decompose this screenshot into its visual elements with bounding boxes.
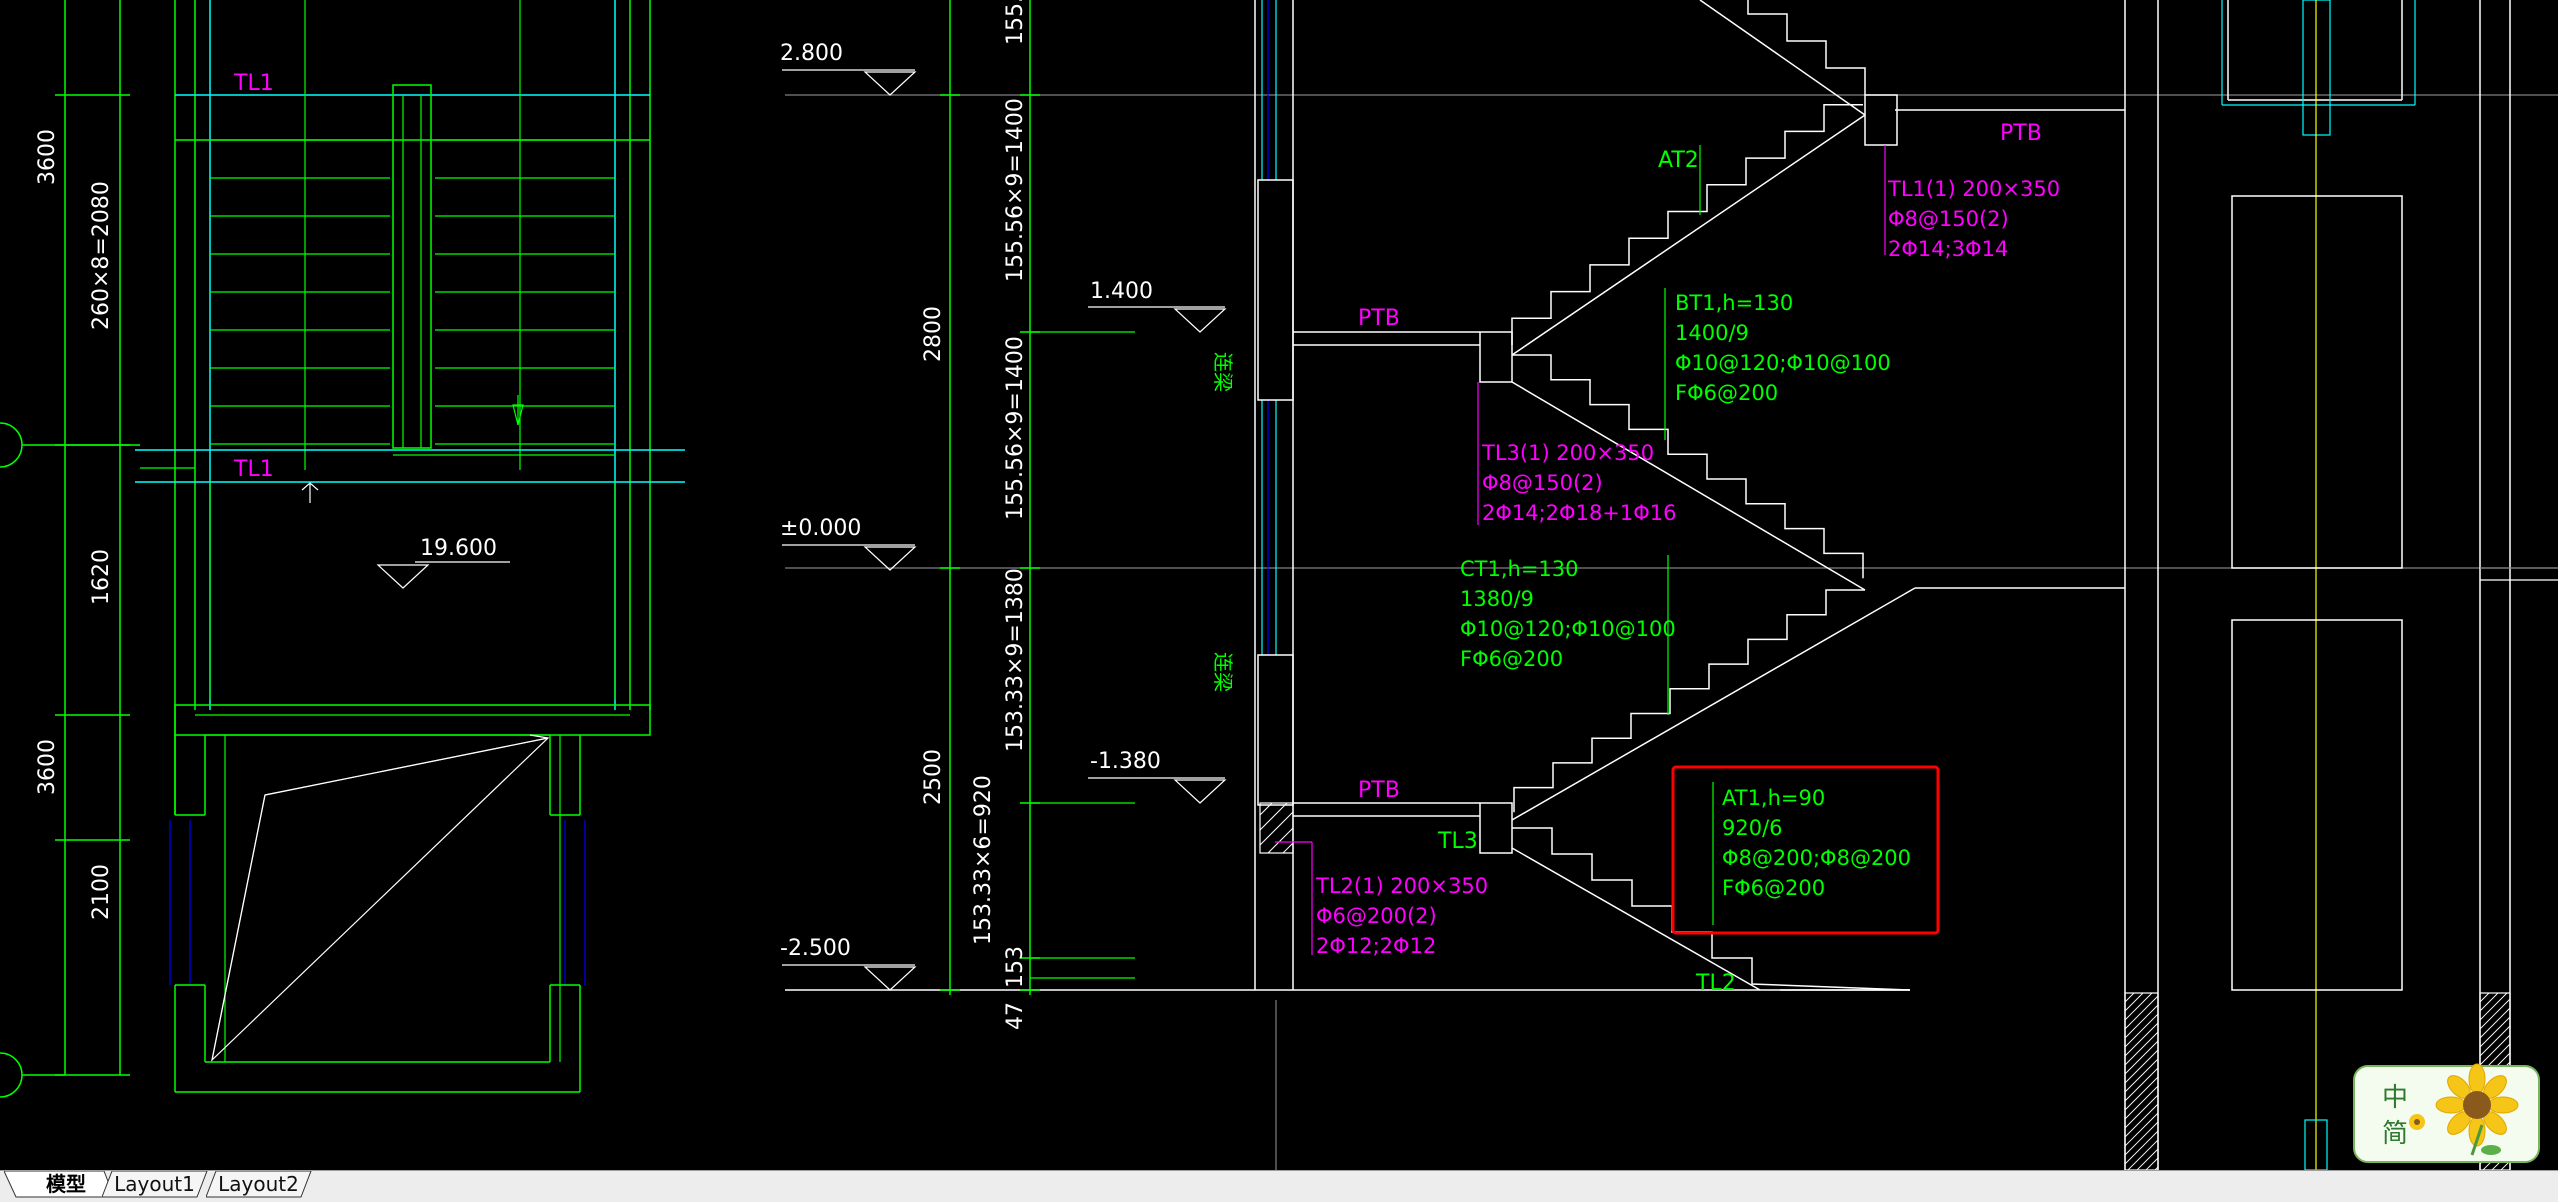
plan-level-19600: 19.600 [420, 536, 497, 561]
svg-text:-2.500: -2.500 [780, 936, 851, 961]
note-bt1: BT1,h=130 1400/9 Φ10@120;Φ10@100 FΦ6@200 [1664, 288, 1891, 440]
note-tl3: TL3(1) 200×350 Φ8@150(2) 2Φ14;2Φ18+1Φ16 [1477, 382, 1677, 525]
svg-text:TL2(1) 200×350: TL2(1) 200×350 [1315, 874, 1488, 898]
svg-text:FΦ6@200: FΦ6@200 [1722, 876, 1825, 900]
flight-at1 [1512, 827, 1911, 991]
flight-bt1 [1512, 354, 1864, 579]
svg-text:TL1(1) 200×350: TL1(1) 200×350 [1887, 177, 2060, 201]
plan-label-tl1-mid: TL1 [233, 457, 274, 482]
svg-text:CT1,h=130: CT1,h=130 [1460, 557, 1579, 581]
level-marker-1400: 1.400 [1088, 279, 1227, 333]
sunflower-icon [2435, 1063, 2519, 1156]
flight-at2 [1511, 103, 1863, 345]
level-marker-0: ±0.000 [780, 516, 917, 571]
plan-dim-3600-top: 3600 [35, 129, 60, 185]
plan-treads-right [435, 139, 615, 445]
svg-text:BT1,h=130: BT1,h=130 [1675, 291, 1793, 315]
svg-text:FΦ6@200: FΦ6@200 [1675, 381, 1778, 405]
label-at2: AT2 [1658, 148, 1699, 173]
flight-ct1 [1513, 589, 1865, 813]
svg-text:Φ8@200;Φ8@200: Φ8@200;Φ8@200 [1722, 846, 1911, 870]
note-at1[interactable]: AT1,h=90 920/6 Φ8@200;Φ8@200 FΦ6@200 [1671, 765, 1940, 935]
tab-layout2[interactable]: Layout2 [206, 1171, 312, 1198]
svg-text:Φ10@120;Φ10@100: Φ10@120;Φ10@100 [1675, 351, 1891, 375]
note-tl1: TL1(1) 200×350 Φ8@150(2) 2Φ14;3Φ14 [1884, 145, 2060, 261]
plan-dim-3600-bottom: 3600 [35, 739, 60, 795]
level-marker-2800: 2.800 [780, 41, 917, 96]
beam-label-lianliang-upper: 连梁 [1211, 352, 1235, 392]
svg-text:1380/9: 1380/9 [1460, 587, 1534, 611]
layout-tab-bar: 模型 Layout1 Layout2 [0, 1170, 2558, 1202]
dim-2500: 2500 [921, 749, 946, 805]
svg-text:±0.000: ±0.000 [780, 516, 861, 541]
plan-label-tl1-top: TL1 [233, 71, 274, 96]
svg-text:920/6: 920/6 [1722, 816, 1783, 840]
ime-char-jian: 简 [2382, 1119, 2408, 1149]
ime-char-zhong: 中 [2382, 1083, 2408, 1113]
svg-text:1400/9: 1400/9 [1675, 321, 1749, 345]
svg-text:2.800: 2.800 [780, 41, 843, 66]
dim-2800: 2800 [921, 306, 946, 362]
dim-155-a: 155.56×9=1400 [1003, 98, 1028, 282]
label-tl2-bottom: TL2 [1695, 971, 1736, 996]
plan-treads-left [210, 139, 390, 445]
label-tl3: TL3 [1437, 829, 1478, 854]
hatch-column-left [2124, 992, 2159, 1170]
level-marker-m1380: -1.380 [1088, 749, 1227, 804]
stair-plan-view: 3600 260×8=2080 1620 3600 2100 TL1 [0, 0, 685, 1098]
drawing-viewport[interactable]: 3600 260×8=2080 1620 3600 2100 TL1 [0, 0, 2558, 1170]
label-ptb-top: PTB [2000, 121, 2042, 146]
flight-top [1699, 0, 1866, 116]
tab-layout1[interactable]: Layout1 [102, 1171, 208, 1198]
dim-153-b: 153.33×6=920 [971, 775, 996, 945]
label-ptb-low: PTB [1358, 778, 1400, 803]
dim-153-a: 153.33×9=1380 [1003, 568, 1028, 752]
plan-dim-2100: 2100 [89, 864, 114, 920]
tab-model[interactable]: 模型 [4, 1171, 114, 1198]
svg-text:AT1,h=90: AT1,h=90 [1722, 786, 1825, 810]
note-tl2: TL2(1) 200×350 Φ6@200(2) 2Φ12;2Φ12 [1275, 841, 1488, 958]
svg-text:FΦ6@200: FΦ6@200 [1460, 647, 1563, 671]
stair-section-view: 2.800 1.400 ±0.000 -1.380 -2.500 [780, 0, 2558, 1170]
plan-dim-1620: 1620 [89, 549, 114, 605]
beam-label-lianliang-lower: 连梁 [1211, 652, 1235, 692]
svg-text:Φ6@200(2): Φ6@200(2) [1316, 904, 1437, 928]
svg-text:2Φ14;3Φ14: 2Φ14;3Φ14 [1888, 237, 2008, 261]
cad-drawing-canvas[interactable]: 3600 260×8=2080 1620 3600 2100 TL1 [0, 0, 2558, 1170]
dim-153-c: 153 [1003, 946, 1028, 988]
dim-155-top: 155.5 [1003, 0, 1028, 45]
svg-text:-1.380: -1.380 [1090, 749, 1161, 774]
dim-47: 47 [1003, 1002, 1028, 1030]
svg-text:Φ10@120;Φ10@100: Φ10@120;Φ10@100 [1460, 617, 1676, 641]
svg-text:Φ8@150(2): Φ8@150(2) [1888, 207, 2009, 231]
svg-text:1.400: 1.400 [1090, 279, 1153, 304]
level-marker-m2500: -2.500 [780, 936, 917, 991]
selection-highlight-box [1671, 765, 1940, 935]
note-ct1: CT1,h=130 1380/9 Φ10@120;Φ10@100 FΦ6@200 [1460, 555, 1676, 715]
svg-text:2Φ14;2Φ18+1Φ16: 2Φ14;2Φ18+1Φ16 [1482, 501, 1677, 525]
ime-language-widget[interactable]: 中 简 [2352, 1060, 2542, 1170]
label-ptb-mid: PTB [1358, 306, 1400, 331]
plan-dim-2080: 260×8=2080 [89, 181, 114, 330]
svg-text:Φ8@150(2): Φ8@150(2) [1482, 471, 1603, 495]
svg-text:2Φ12;2Φ12: 2Φ12;2Φ12 [1316, 934, 1436, 958]
dim-155-b: 155.56×9=1400 [1003, 336, 1028, 520]
svg-text:TL3(1) 200×350: TL3(1) 200×350 [1481, 441, 1654, 465]
